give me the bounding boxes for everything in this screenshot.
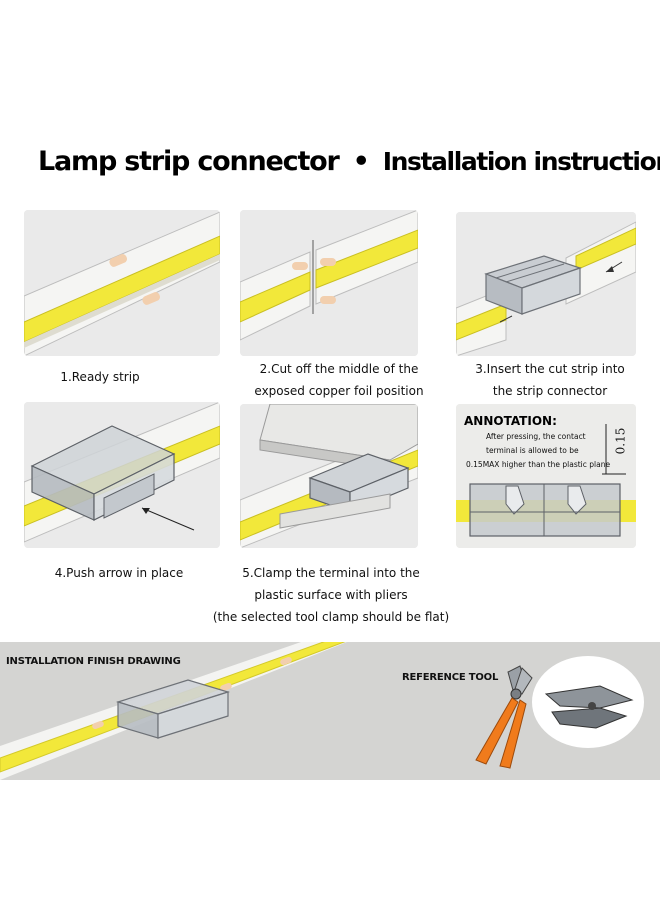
annotation-panel: ANNOTATION: After pressing, the contact … bbox=[456, 404, 636, 548]
step-4-illustration bbox=[24, 402, 220, 548]
step-3-caption: 3.Insert the cut strip into the strip co… bbox=[470, 358, 630, 402]
bottom-band: INSTALLATION FINISH DRAWING REFERENCE TO… bbox=[0, 642, 660, 780]
installed-connector bbox=[115, 679, 231, 739]
caption-line: 3.Insert the cut strip into bbox=[475, 362, 625, 376]
pliers-icon bbox=[475, 665, 533, 769]
connector-shape bbox=[30, 425, 176, 521]
annotation-line: 0.15MAX higher than the plastic plane bbox=[466, 460, 611, 469]
step-5-caption: 5.Clamp the terminal into the plastic su… bbox=[206, 562, 456, 628]
step-4-caption: 4.Push arrow in place bbox=[44, 562, 194, 584]
page-title: Lamp strip connector • Installation instru… bbox=[38, 146, 660, 186]
reference-tool-label: REFERENCE TOOL bbox=[402, 672, 499, 683]
step-2-illustration bbox=[240, 210, 418, 356]
title-bullet: • bbox=[352, 146, 370, 177]
caption-line: 1.Ready strip bbox=[60, 370, 140, 384]
caption-line: 5.Clamp the terminal into the bbox=[242, 566, 420, 580]
step-3-illustration bbox=[456, 212, 636, 356]
caption-line: plastic surface with pliers bbox=[254, 588, 408, 602]
annotation-title: ANNOTATION: bbox=[464, 414, 557, 428]
step-2-caption: 2.Cut off the middle of the exposed copp… bbox=[246, 358, 432, 402]
step-5-illustration bbox=[240, 404, 418, 548]
title-subtitle: Installation instructions bbox=[382, 147, 660, 176]
step-1-illustration bbox=[24, 210, 220, 356]
step-1-caption: 1.Ready strip bbox=[30, 366, 170, 388]
caption-line: 2.Cut off the middle of the bbox=[259, 362, 419, 376]
caption-line: 4.Push arrow in place bbox=[54, 566, 184, 580]
finish-drawing-label: INSTALLATION FINISH DRAWING bbox=[6, 656, 181, 667]
annotation-line: After pressing, the contact bbox=[486, 432, 586, 441]
caption-line: the strip connector bbox=[492, 384, 608, 398]
connector-shape bbox=[484, 255, 582, 315]
annotation-line: terminal is allowed to be bbox=[486, 446, 579, 455]
pliers-closeup-icon bbox=[532, 656, 644, 748]
dimension-label: 0.15 bbox=[613, 427, 628, 455]
connector-cross-section bbox=[469, 483, 621, 537]
caption-line: exposed copper foil position bbox=[254, 384, 424, 398]
title-main: Lamp strip connector bbox=[38, 146, 340, 177]
caption-line: (the selected tool clamp should be flat) bbox=[212, 610, 450, 624]
